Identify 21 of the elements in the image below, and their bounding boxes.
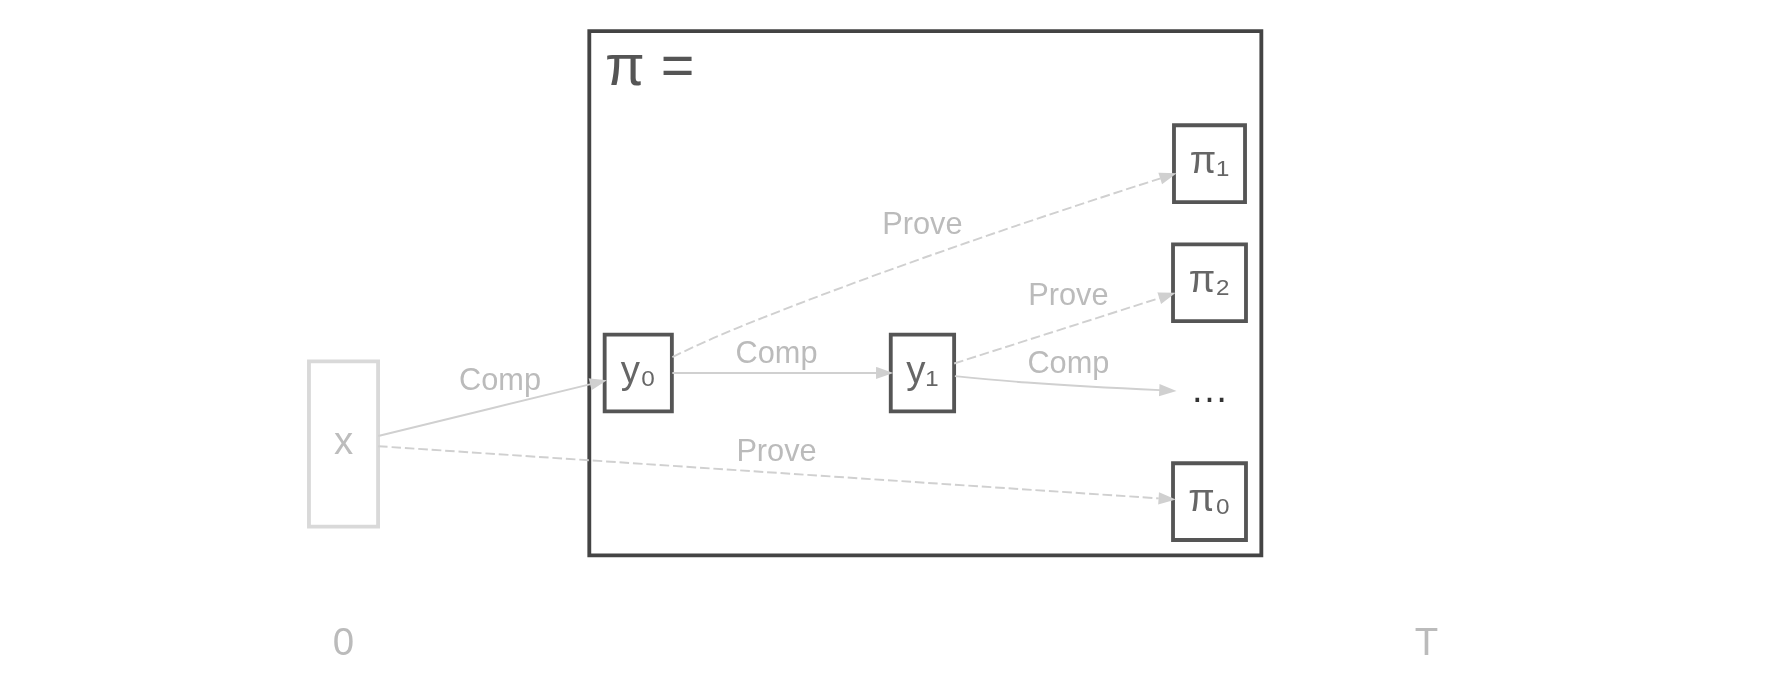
edge-label: Comp: [735, 334, 818, 370]
edge-label: Prove: [882, 206, 963, 242]
node-box: y₁: [888, 332, 957, 414]
edge-label: Prove: [1028, 277, 1109, 313]
label: 0: [332, 620, 355, 664]
label: T: [1414, 620, 1439, 664]
edge-label: Comp: [1027, 344, 1110, 380]
edge-label: Comp: [459, 361, 541, 397]
node-box: π₀: [1171, 461, 1248, 542]
node-box: π₂: [1171, 242, 1248, 324]
arrow: [671, 172, 1177, 358]
edge-label: Prove: [736, 432, 817, 468]
arrow: [377, 378, 607, 437]
arrow: [671, 366, 894, 380]
arrow: [377, 445, 1176, 505]
node-box: π₁: [1172, 123, 1247, 204]
node-box: x: [307, 359, 380, 529]
arrow: [953, 292, 1176, 365]
node-box: y₀: [602, 332, 674, 414]
node-text: …: [1190, 366, 1229, 410]
arrow: [953, 375, 1177, 397]
